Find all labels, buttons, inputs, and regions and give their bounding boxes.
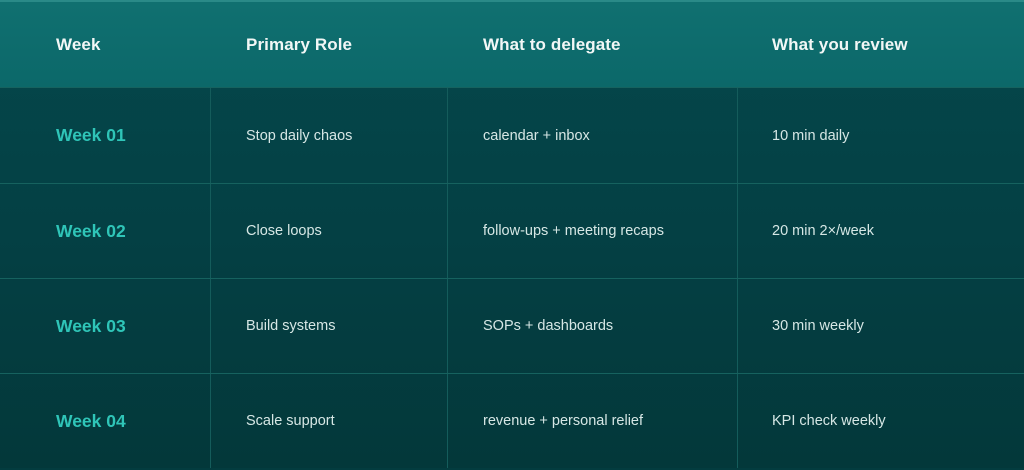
header-week: Week — [56, 34, 101, 54]
header-primary-role: Primary Role — [246, 34, 353, 54]
table-row: Week 01 Stop daily chaos calendar + inbo… — [0, 87, 1024, 183]
review-cell: KPI check weekly — [772, 413, 886, 429]
review-cell: 10 min daily — [772, 127, 850, 144]
column-divider — [447, 87, 448, 468]
week-label: Week 02 — [56, 220, 126, 241]
column-divider — [737, 87, 738, 468]
header-what-you-review: What you review — [772, 34, 908, 54]
review-cell: 20 min 2×/week — [772, 223, 874, 239]
primary-role-cell: Stop daily chaos — [246, 127, 353, 144]
table-row: Week 03 Build systems SOPs + dashboards … — [0, 278, 1024, 373]
delegate-cell: calendar + inbox — [483, 127, 590, 144]
primary-role-cell: Build systems — [246, 318, 336, 334]
header-what-to-delegate: What to delegate — [483, 34, 621, 54]
table-header-row: Week Primary Role What to delegate What … — [0, 0, 1024, 87]
primary-role-cell: Scale support — [246, 413, 335, 429]
primary-role-cell: Close loops — [246, 223, 322, 239]
delegate-cell: SOPs + dashboards — [483, 318, 614, 334]
week-label: Week 03 — [56, 315, 126, 336]
review-cell: 30 min weekly — [772, 318, 864, 334]
column-divider — [210, 87, 211, 468]
delegate-cell: follow-ups + meeting recaps — [483, 223, 664, 239]
table-row: Week 02 Close loops follow-ups + meeting… — [0, 183, 1024, 278]
week-label: Week 01 — [56, 125, 126, 145]
week-label: Week 04 — [56, 410, 126, 431]
delegate-cell: revenue + personal relief — [483, 413, 644, 429]
table-row: Week 04 Scale support revenue + personal… — [0, 373, 1024, 468]
